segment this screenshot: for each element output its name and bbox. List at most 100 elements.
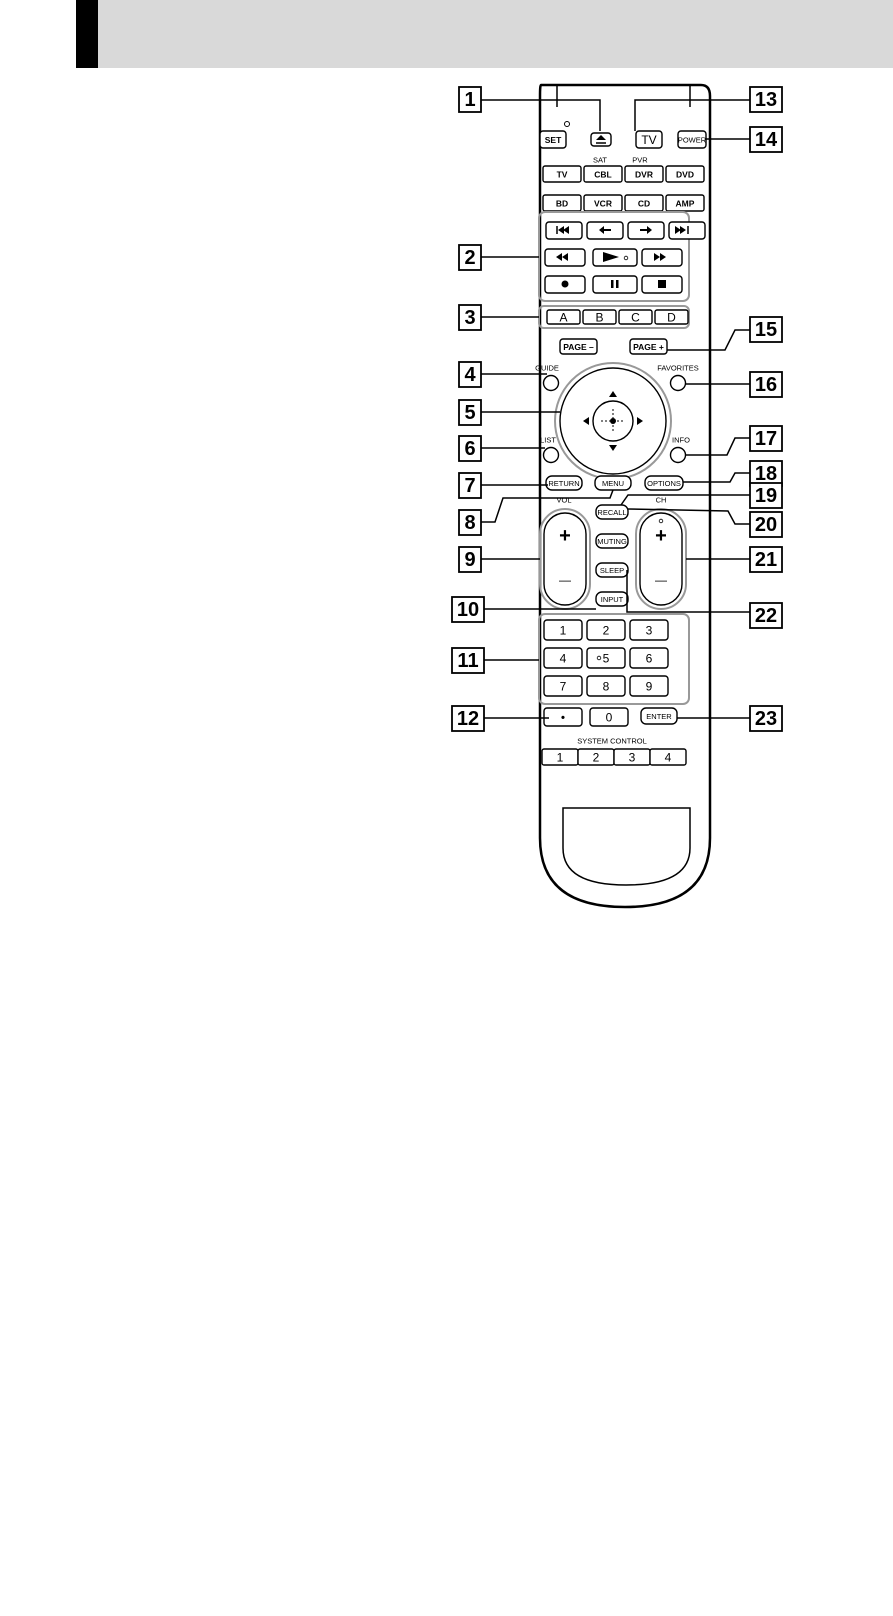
system-control-1-button-label: 1: [557, 751, 564, 765]
callout-7: 7: [459, 473, 548, 498]
callout-20-number: 20: [755, 514, 777, 536]
next-button[interactable]: [669, 222, 705, 239]
vol-label: VOL: [556, 496, 571, 505]
callout-18-number: 18: [755, 463, 777, 485]
pause-button[interactable]: [593, 276, 637, 293]
number-7-button-label: 7: [560, 680, 567, 694]
callout-2: 2: [459, 245, 539, 270]
callout-3: 3: [459, 305, 539, 330]
callout-11-number: 11: [457, 650, 478, 672]
callout-19-leader: [621, 495, 750, 505]
number-5-button-label: 5: [603, 652, 610, 666]
callout-11: 11: [452, 648, 539, 673]
guide-label: GUIDE: [535, 364, 559, 373]
callout-23: 23: [677, 706, 782, 731]
system-control-3-button-label: 3: [629, 751, 636, 765]
input-button-dvr-label: DVR: [635, 170, 653, 180]
pause-icon-2: [616, 280, 619, 288]
color-key-c-label: C: [631, 311, 640, 325]
callout-21-number: 21: [755, 549, 777, 571]
callout-14-number: 14: [755, 129, 778, 151]
callout-17-leader: [686, 438, 750, 455]
return-button-label: RETURN: [548, 479, 579, 488]
remote-battery-cover: [563, 808, 690, 885]
callout-21: 21: [686, 547, 782, 572]
color-key-a-label: A: [559, 311, 567, 325]
callout-8-number: 8: [464, 512, 475, 534]
input-button-vcr-label: VCR: [594, 199, 612, 209]
callout-13: 13: [635, 87, 782, 131]
dot-button-label: •: [561, 711, 565, 725]
list-button[interactable]: [544, 448, 559, 463]
number-9-button-label: 9: [646, 680, 653, 694]
enter-button-label: ENTER: [646, 712, 672, 721]
system-control-label: SYSTEM CONTROL: [577, 737, 647, 746]
callout-15-leader: [667, 330, 750, 350]
stop-icon: [658, 280, 666, 288]
menu-button-label: MENU: [602, 479, 624, 488]
sat-label: SAT: [593, 156, 607, 165]
tv-top-button-label: TV: [641, 133, 656, 147]
recall-button-label: RECALL: [597, 508, 626, 517]
callout-19-number: 19: [755, 485, 777, 507]
favorites-button[interactable]: [671, 376, 686, 391]
page-plus-button-label: PAGE +: [633, 342, 664, 352]
record-icon: [562, 281, 569, 288]
sleep-button-label: SLEEP: [600, 566, 624, 575]
page-minus-button-label: PAGE –: [563, 342, 594, 352]
info-button[interactable]: [671, 448, 686, 463]
callout-16-number: 16: [755, 374, 777, 396]
callout-7-number: 7: [464, 475, 475, 497]
callout-1-number: 1: [464, 89, 475, 111]
ch-label: CH: [656, 496, 667, 505]
number-6-button-label: 6: [646, 652, 653, 666]
number-1-button-label: 1: [560, 624, 567, 638]
callout-14: 14: [706, 127, 782, 152]
callout-9-number: 9: [464, 549, 475, 571]
color-key-d-label: D: [667, 311, 676, 325]
guide-button[interactable]: [544, 376, 559, 391]
options-button-label: OPTIONS: [647, 479, 681, 488]
input-button-tv-label: TV: [557, 170, 568, 180]
callout-4: 4: [459, 362, 547, 387]
ch-minus-icon: —: [655, 573, 667, 587]
number-8-button-label: 8: [603, 680, 610, 694]
callout-17: 17: [686, 426, 782, 455]
callout-6: 6: [459, 436, 545, 461]
callout-15-number: 15: [755, 319, 777, 341]
callout-13-number: 13: [755, 89, 777, 111]
callout-2-number: 2: [464, 247, 475, 269]
list-label: LIST: [540, 436, 556, 445]
number-3-button-label: 3: [646, 624, 653, 638]
callout-9: 9: [459, 547, 540, 572]
callout-4-number: 4: [464, 364, 476, 386]
number-2-button-label: 2: [603, 624, 610, 638]
color-key-b-label: B: [595, 311, 603, 325]
callout-5-number: 5: [464, 402, 475, 424]
input-button-cd-label: CD: [638, 199, 650, 209]
number-0-button-label: 0: [606, 711, 613, 725]
ch-plus-icon: +: [655, 525, 667, 547]
callout-18-leader: [683, 473, 750, 482]
info-label: INFO: [672, 436, 690, 445]
callout-12-number: 12: [457, 708, 479, 730]
callout-1: 1: [459, 87, 600, 131]
input-button-label: INPUT: [601, 595, 624, 604]
callout-22-number: 22: [755, 605, 777, 627]
power-button-label: POWER: [678, 136, 707, 145]
callout-13-leader: [635, 100, 750, 131]
indicator-light: [565, 122, 570, 127]
number-4-button-label: 4: [560, 652, 567, 666]
muting-button-label: MUTING: [597, 537, 627, 546]
callout-23-number: 23: [755, 708, 777, 730]
vol-plus-icon: +: [559, 525, 571, 547]
system-control-4-button-label: 4: [665, 751, 672, 765]
callout-5: 5: [459, 400, 560, 425]
vol-minus-icon: —: [559, 573, 571, 587]
callout-16: 16: [686, 372, 782, 397]
input-button-cbl-label: CBL: [594, 170, 611, 180]
callout-3-number: 3: [464, 307, 475, 329]
callout-10-number: 10: [457, 599, 479, 621]
callout-12: 12: [452, 706, 549, 731]
